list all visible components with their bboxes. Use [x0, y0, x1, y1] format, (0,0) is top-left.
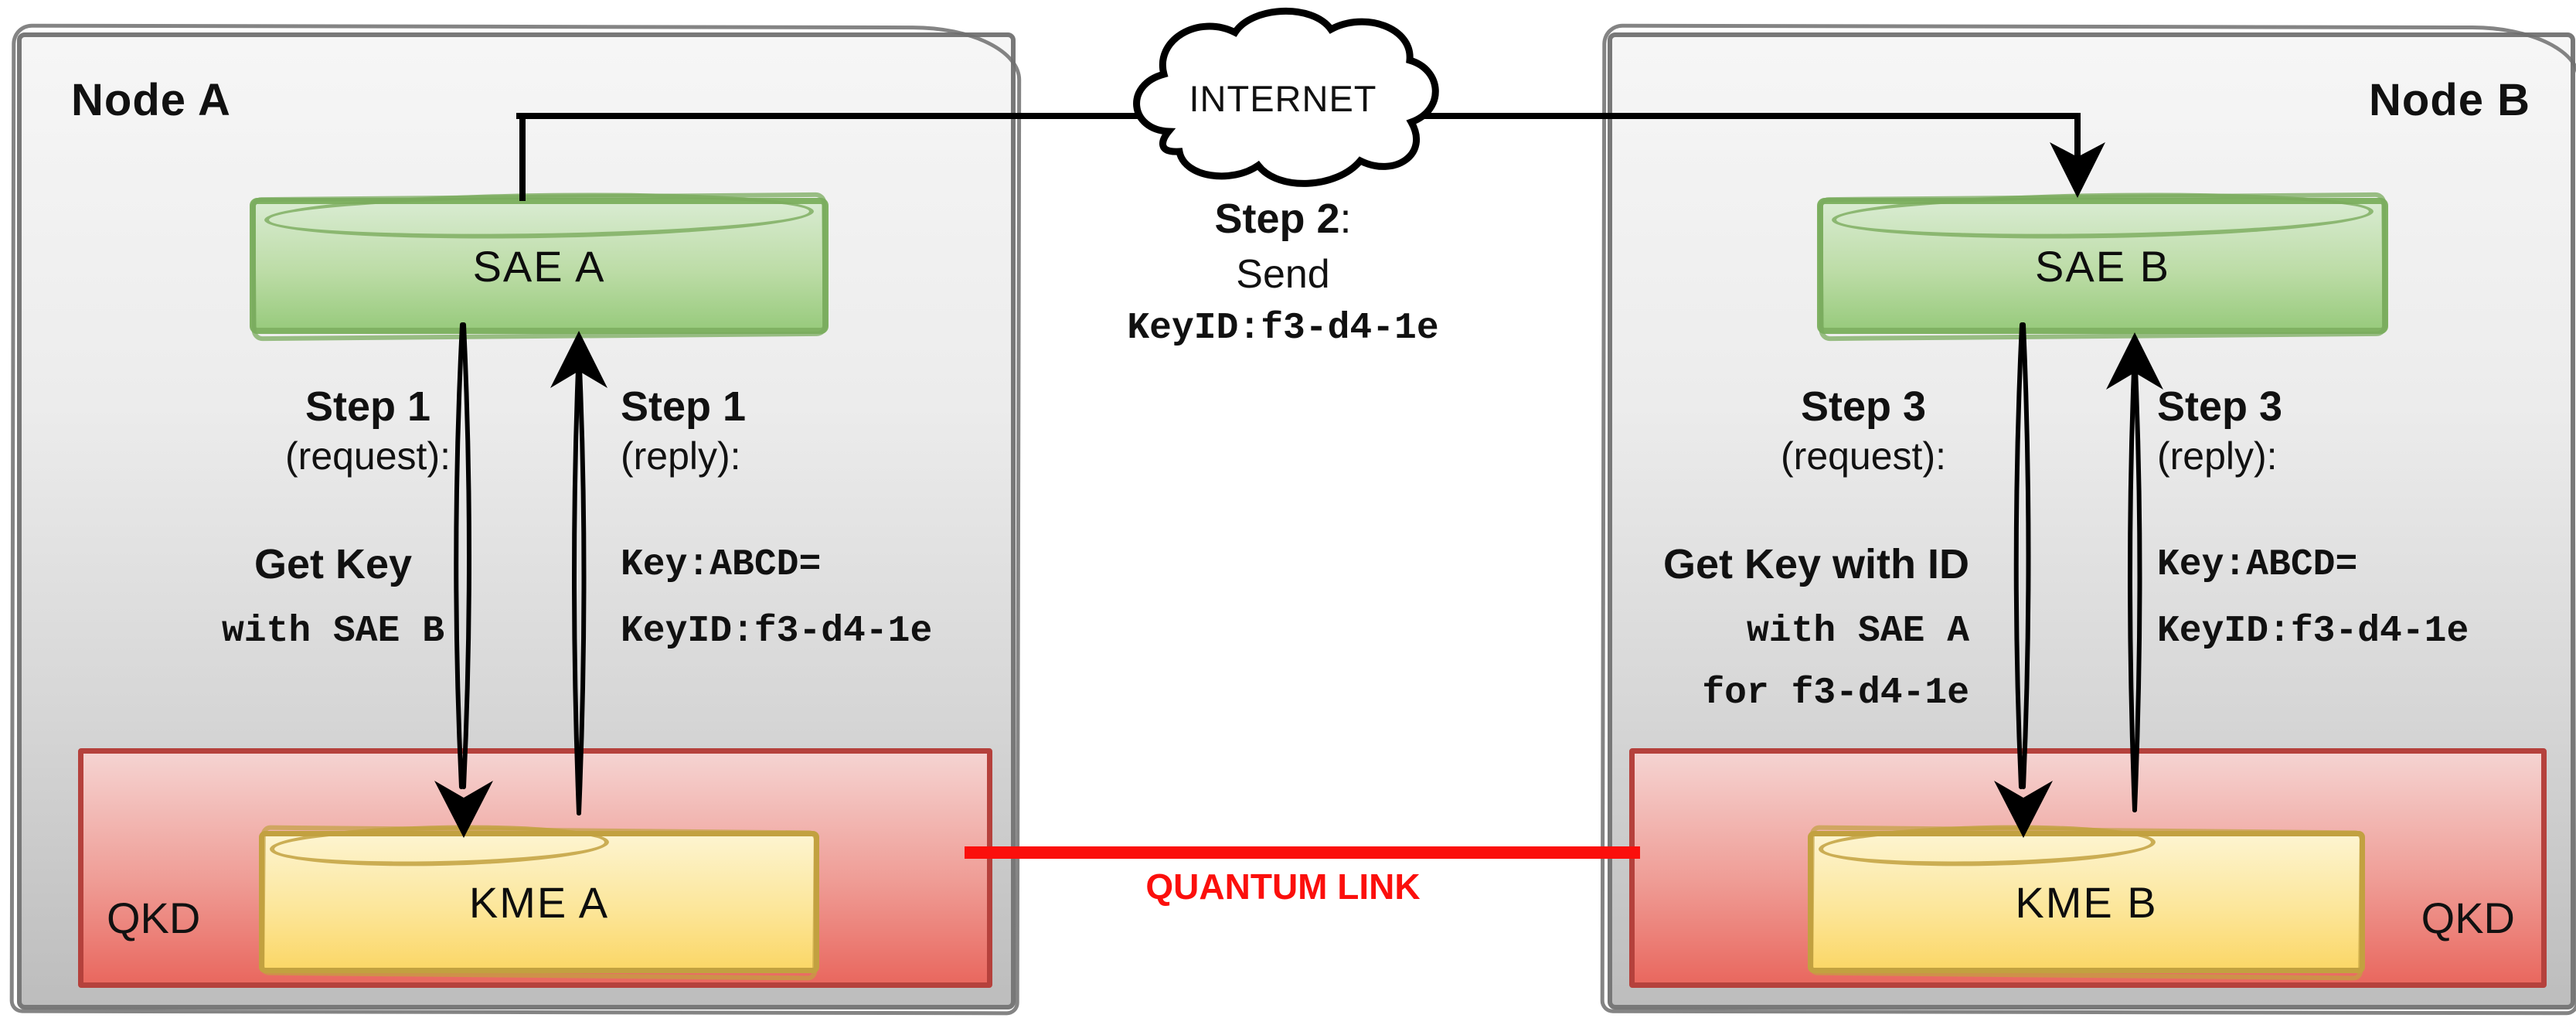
- qkd-b-box: QKD KME B: [1629, 748, 2547, 988]
- internet-label: INTERNET: [1189, 78, 1377, 119]
- qkd-b-label: QKD: [2421, 894, 2515, 942]
- kme-a-box: KME A: [259, 831, 819, 973]
- sae-b-label: SAE B: [2035, 241, 2170, 291]
- node-a-request-kind: (request):: [285, 434, 451, 478]
- step2-title-bold: Step 2: [1214, 196, 1340, 242]
- node-b-reply-kind: (reply):: [2157, 434, 2278, 478]
- sae-a-box: SAE A: [250, 198, 829, 334]
- node-b-reply-key: Key:ABCD=: [2157, 544, 2358, 586]
- node-b-title: Node B: [2369, 75, 2530, 125]
- sae-b-box: SAE B: [1817, 198, 2388, 334]
- node-b-request-kind: (request):: [1781, 434, 1946, 478]
- node-a-request-action: Get Key: [254, 541, 413, 587]
- node-b-box: Node B SAE B Step 3 (request): Get Key w…: [1608, 32, 2575, 1009]
- step2-title-colon: :: [1339, 196, 1352, 242]
- node-b-request-action: Get Key with ID: [1662, 541, 1969, 587]
- node-a-request-detail: with SAE B: [221, 611, 445, 652]
- node-a-box: Node A SAE A Step 1 (request): Get Key w…: [17, 32, 1016, 1009]
- node-a-title: Node A: [71, 75, 231, 125]
- step2-title: Step 2:: [1136, 195, 1430, 243]
- step2-action: Send: [1236, 252, 1330, 297]
- qkd-a-box: QKD KME A: [78, 748, 992, 988]
- node-a-reply-step: Step 1: [621, 383, 747, 430]
- node-b-reply-keyid: KeyID:f3-d4-1e: [2157, 611, 2469, 652]
- node-b-request-step: Step 3: [1800, 383, 1927, 430]
- node-a-reply-kind: (reply):: [621, 434, 741, 478]
- kme-b-box: KME B: [1808, 831, 2365, 973]
- sae-a-label: SAE A: [472, 241, 606, 291]
- qkd-a-label: QKD: [107, 894, 201, 942]
- node-b-request-detail2: for f3-d4-1e: [1702, 672, 1969, 714]
- kme-b-label: KME B: [2015, 877, 2158, 927]
- kme-a-label: KME A: [468, 877, 610, 927]
- quantum-link-label: QUANTUM LINK: [1145, 866, 1421, 907]
- node-b-reply-step: Step 3: [2157, 383, 2283, 430]
- node-a-reply-key: Key:ABCD=: [621, 544, 822, 586]
- node-a-request-step: Step 1: [305, 383, 431, 430]
- node-a-reply-keyid: KeyID:f3-d4-1e: [621, 611, 933, 652]
- node-b-request-detail1: with SAE A: [1746, 611, 1969, 652]
- step2-payload: KeyID:f3-d4-1e: [1127, 308, 1439, 349]
